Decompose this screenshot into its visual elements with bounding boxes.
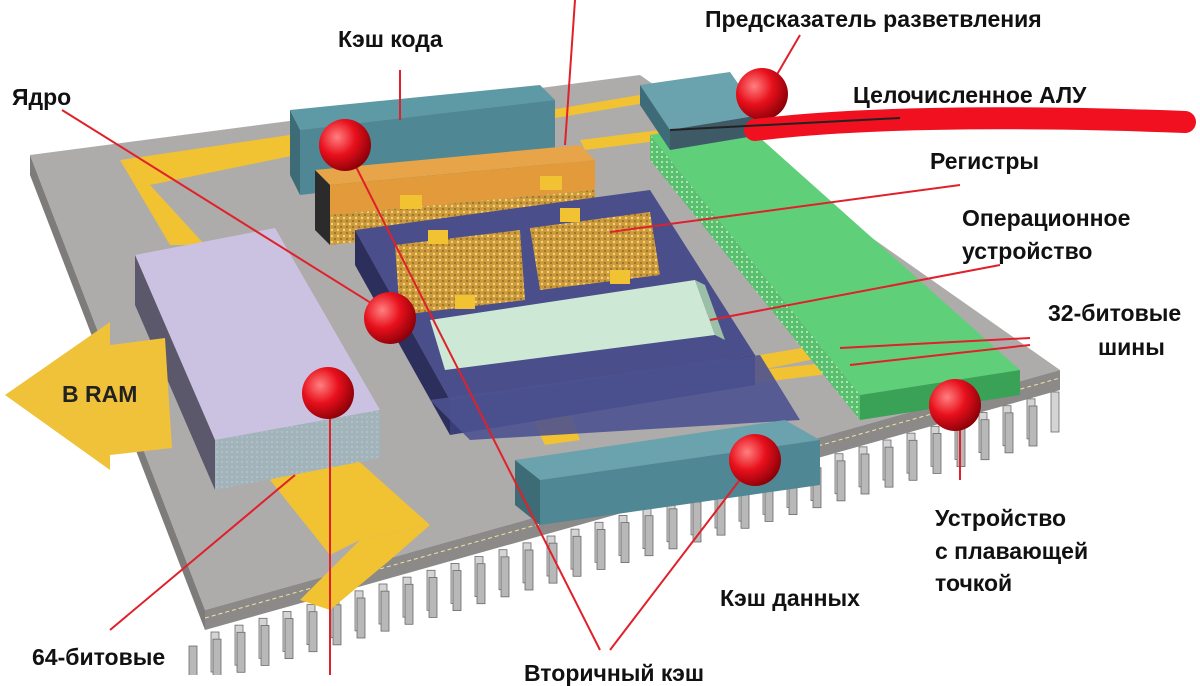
chip-pin bbox=[188, 645, 198, 686]
chip-pin bbox=[428, 577, 438, 618]
register-blocks bbox=[395, 208, 660, 315]
marker-fpu bbox=[929, 379, 981, 431]
chip-pin bbox=[1028, 405, 1038, 447]
chip-pin bbox=[356, 597, 366, 639]
marker-code-cache bbox=[319, 119, 371, 171]
chip-pin bbox=[284, 618, 294, 659]
chip-pin bbox=[476, 563, 486, 605]
chip-pin bbox=[332, 604, 342, 646]
chip-pin bbox=[1004, 412, 1014, 454]
label-to-ram: В RAM bbox=[62, 381, 138, 407]
chip-pin bbox=[908, 439, 918, 481]
chip-pin bbox=[668, 508, 678, 550]
marker-core bbox=[364, 292, 416, 344]
chip-pin bbox=[620, 522, 630, 563]
label-fpu-2: с плавающей bbox=[935, 538, 1089, 564]
label-registers: Регистры bbox=[930, 148, 1040, 174]
chip-pin bbox=[980, 419, 990, 461]
chip-pin bbox=[596, 529, 606, 570]
chip-pin bbox=[644, 515, 654, 557]
branch-predictor-block bbox=[640, 72, 760, 150]
label-fpu-1: Устройство bbox=[935, 505, 1067, 531]
label-buses64: 64-битовые bbox=[32, 644, 166, 670]
chip-pin bbox=[308, 611, 318, 653]
label-branch-predictor: Предсказатель разветвления bbox=[705, 6, 1042, 32]
label-data-cache: Кэш данных bbox=[720, 585, 860, 611]
to-ram-arrow bbox=[5, 322, 172, 470]
label-buses32-2: шины bbox=[1098, 334, 1165, 360]
chip-pin bbox=[932, 433, 942, 474]
pointer-lines bbox=[61, 0, 1031, 675]
label-fpu-3: точкой bbox=[935, 570, 1013, 596]
red-scribble bbox=[744, 107, 1196, 141]
marker-data-cache bbox=[729, 434, 781, 486]
label-execution-unit-2: устройство bbox=[962, 238, 1093, 264]
chip-pin bbox=[836, 460, 846, 502]
chip-pin bbox=[572, 535, 582, 577]
label-l2-cache: Вторичный кэш bbox=[524, 660, 705, 686]
execution-unit-block bbox=[430, 280, 725, 370]
marker-ram-interface bbox=[302, 367, 354, 419]
chip-pin bbox=[260, 625, 270, 666]
label-execution-unit-1: Операционное bbox=[962, 205, 1131, 231]
chip-pin bbox=[884, 446, 894, 488]
label-code-cache: Кэш кода bbox=[338, 26, 443, 52]
chip-pin bbox=[1050, 391, 1060, 433]
chip-pin bbox=[524, 549, 534, 591]
chip-pin bbox=[860, 453, 870, 495]
chip-pin bbox=[236, 631, 246, 673]
chip-pin bbox=[500, 556, 510, 598]
chip-pin bbox=[404, 583, 414, 625]
marker-branch-predictor bbox=[736, 68, 788, 120]
label-buses32-1: 32-битовые bbox=[1048, 300, 1182, 326]
label-core: Ядро bbox=[12, 84, 72, 110]
label-integer-alu: Целочисленное АЛУ bbox=[853, 82, 1087, 108]
chip-pin bbox=[452, 570, 462, 611]
chip-pin bbox=[212, 638, 222, 680]
marker-balls bbox=[302, 68, 981, 486]
chip-pin bbox=[380, 590, 390, 632]
